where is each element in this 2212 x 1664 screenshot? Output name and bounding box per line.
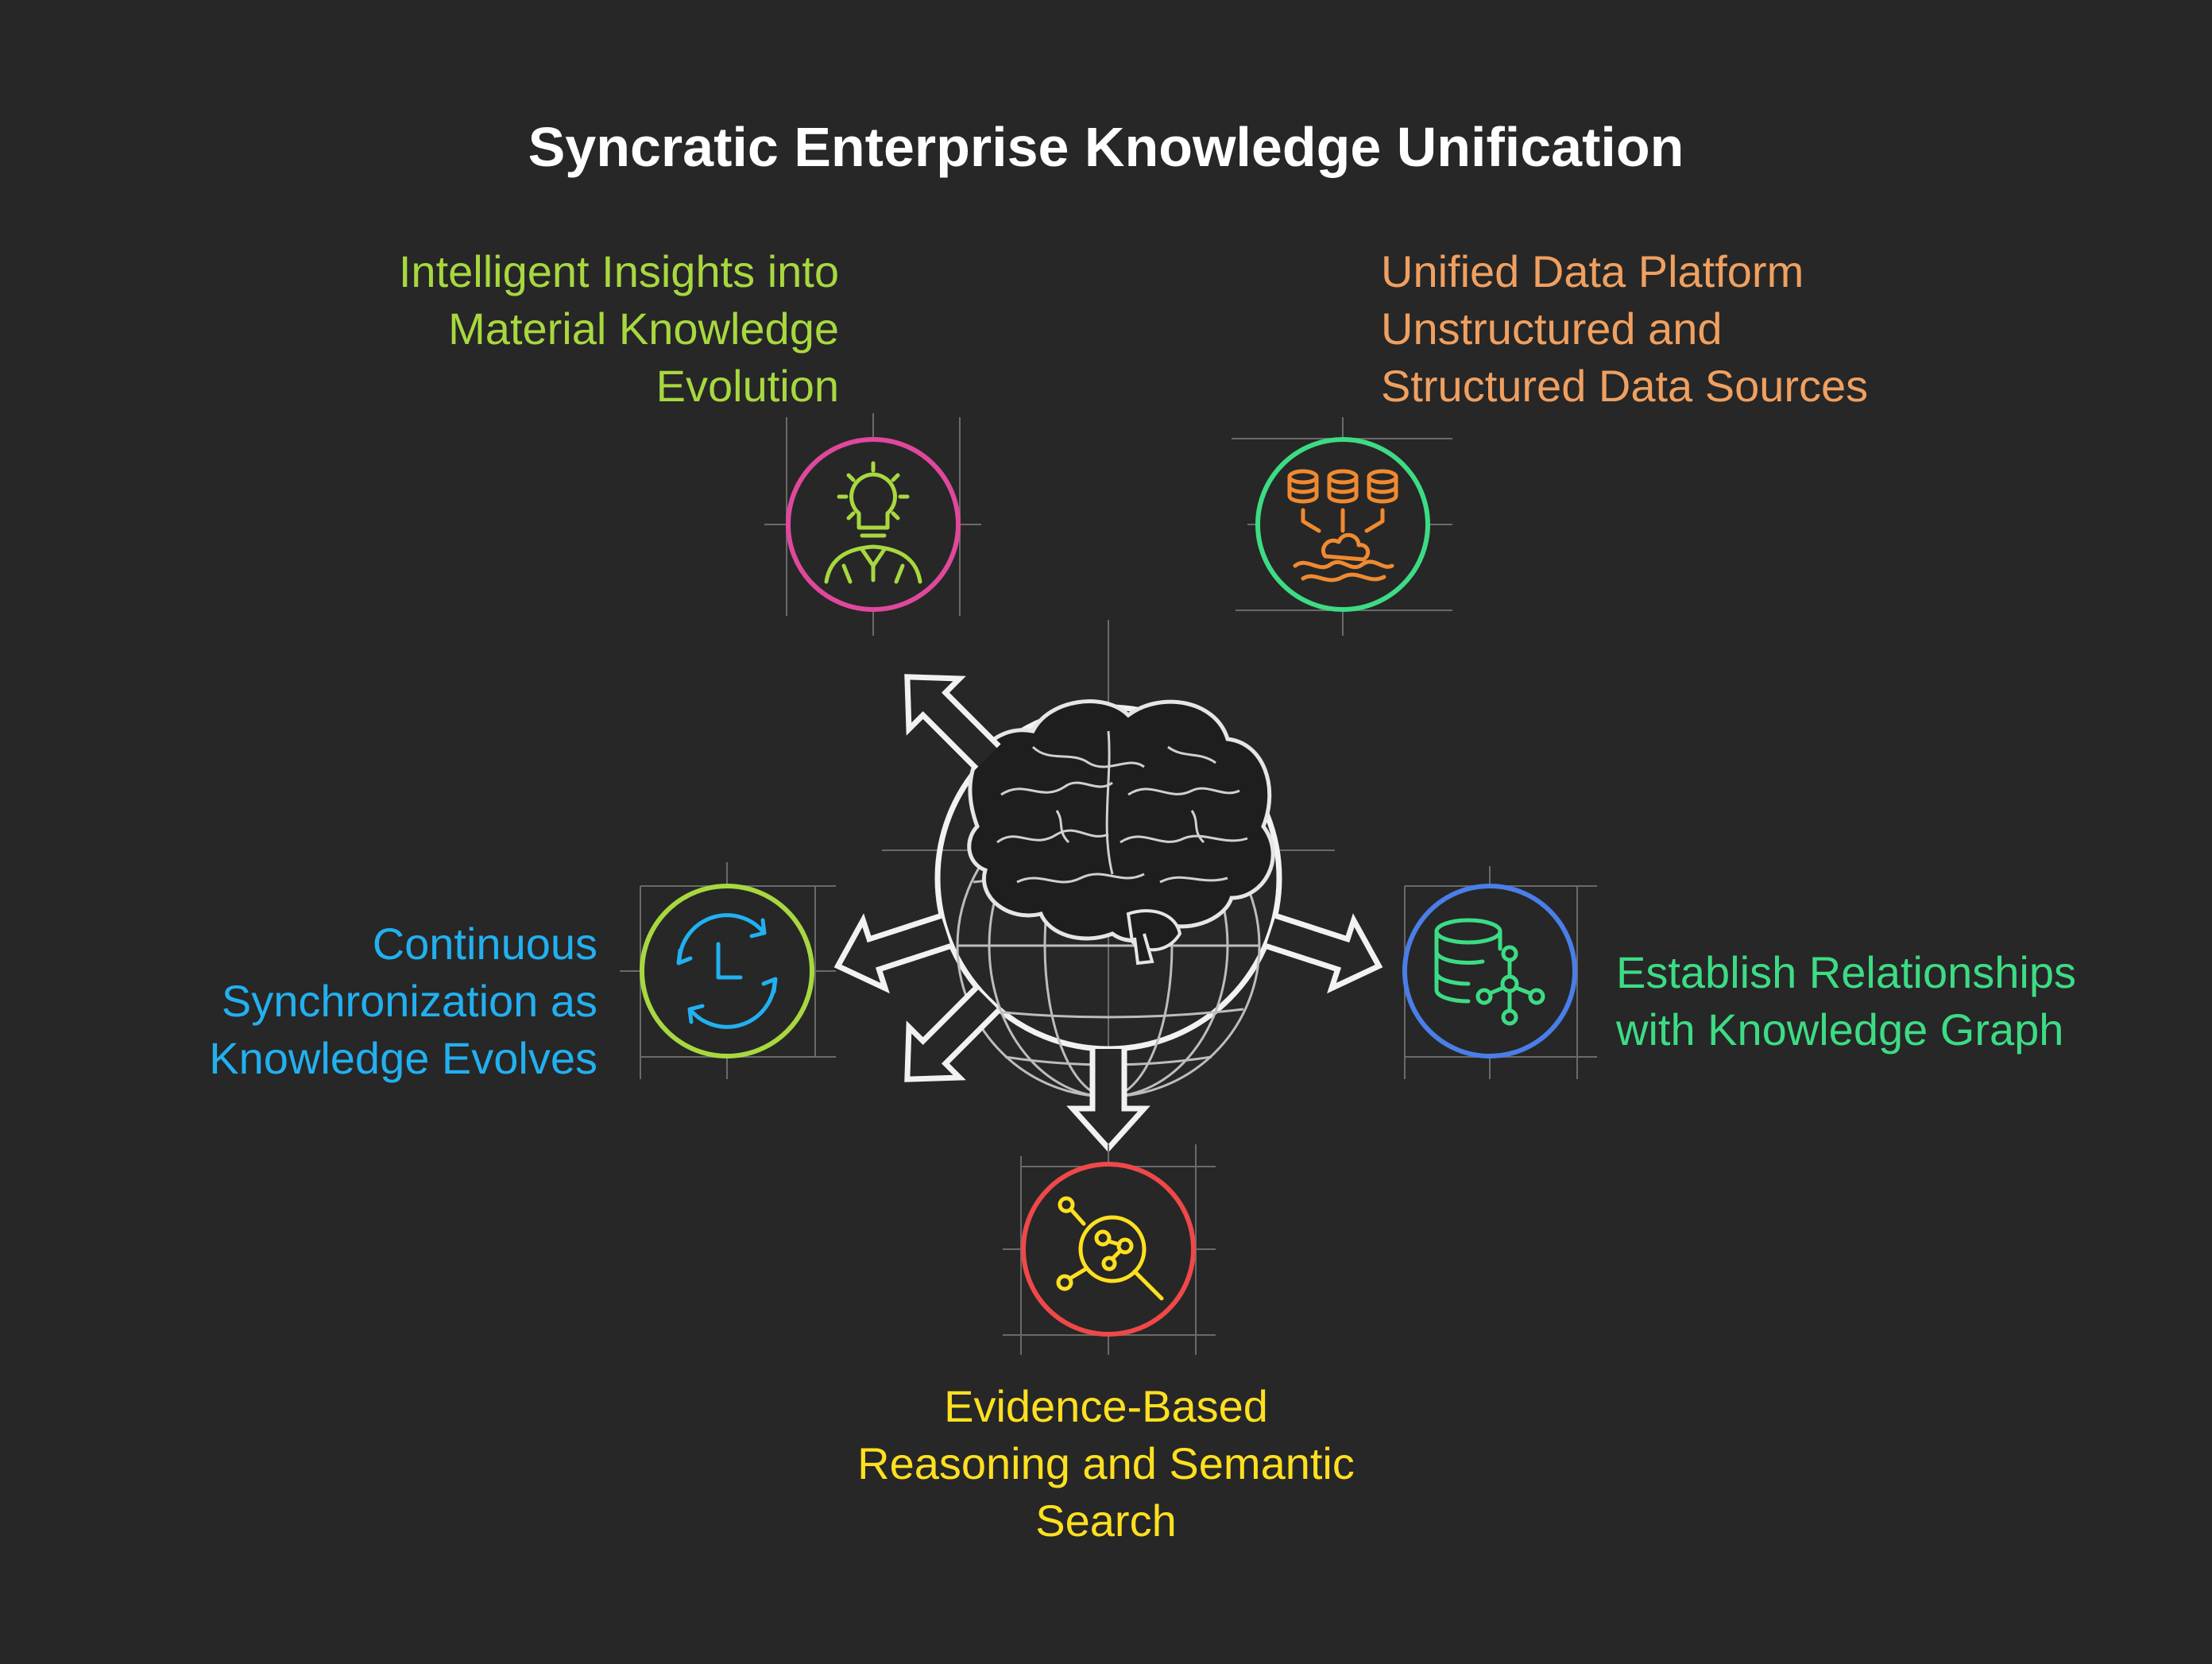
- databases-merge-icon: [1287, 469, 1398, 582]
- search-ring: [1021, 1162, 1196, 1337]
- label-insights-line: Intelligent Insights into: [398, 246, 839, 296]
- label-graph: Establish Relationships with Knowledge G…: [1616, 944, 2076, 1058]
- node-insights: [764, 413, 981, 636]
- node-platform: [1232, 417, 1452, 636]
- database-graph-icon: [1434, 918, 1545, 1026]
- arrow-to-sync: [833, 913, 952, 994]
- label-search: Evidence-Based Reasoning and Semantic Se…: [709, 1378, 1503, 1550]
- sync-ring: [640, 884, 814, 1058]
- sync-clock-icon: [676, 913, 778, 1029]
- label-platform-line: Unified Data Platform: [1381, 246, 1804, 296]
- label-insights: Intelligent Insights into Material Knowl…: [399, 243, 839, 415]
- node-sync: [620, 862, 836, 1079]
- label-graph-line: Establish Relationships: [1616, 947, 2076, 997]
- node-graph: [1402, 866, 1597, 1079]
- label-platform: Unified Data Platform Unstructured and S…: [1381, 243, 1868, 415]
- label-insights-line: Evolution: [655, 361, 839, 411]
- arrow-to-graph: [1265, 913, 1383, 994]
- arrow-to-insights: [904, 985, 1001, 1082]
- semantic-search-icon: [1056, 1196, 1164, 1301]
- label-graph-line: with Knowledge Graph: [1616, 1004, 2064, 1055]
- label-platform-line: Structured Data Sources: [1381, 361, 1869, 411]
- brain-stem: [1133, 933, 1154, 966]
- label-search-line: Evidence-Based: [944, 1381, 1268, 1431]
- label-insights-line: Material Knowledge: [448, 304, 839, 354]
- arrow-to-platform: [904, 674, 1001, 771]
- label-sync-line: Synchronization as: [221, 976, 597, 1026]
- label-search-line: Reasoning and Semantic: [857, 1438, 1355, 1488]
- diagram-title: Syncratic Enterprise Knowledge Unificati…: [528, 116, 1684, 178]
- label-sync-line: Knowledge Evolves: [209, 1033, 597, 1083]
- node-search: [1003, 1144, 1216, 1355]
- label-search-line: Search: [1035, 1496, 1177, 1546]
- center-hub: [882, 620, 1335, 1105]
- label-platform-line: Unstructured and: [1381, 304, 1723, 354]
- lightbulb-person-icon: [824, 461, 922, 584]
- arrows: [833, 674, 1383, 1153]
- label-sync: Continuous Synchronization as Knowledge …: [209, 915, 597, 1087]
- brain-icon: [967, 699, 1275, 966]
- graph-ring: [1402, 884, 1577, 1058]
- label-sync-line: Continuous: [372, 919, 597, 969]
